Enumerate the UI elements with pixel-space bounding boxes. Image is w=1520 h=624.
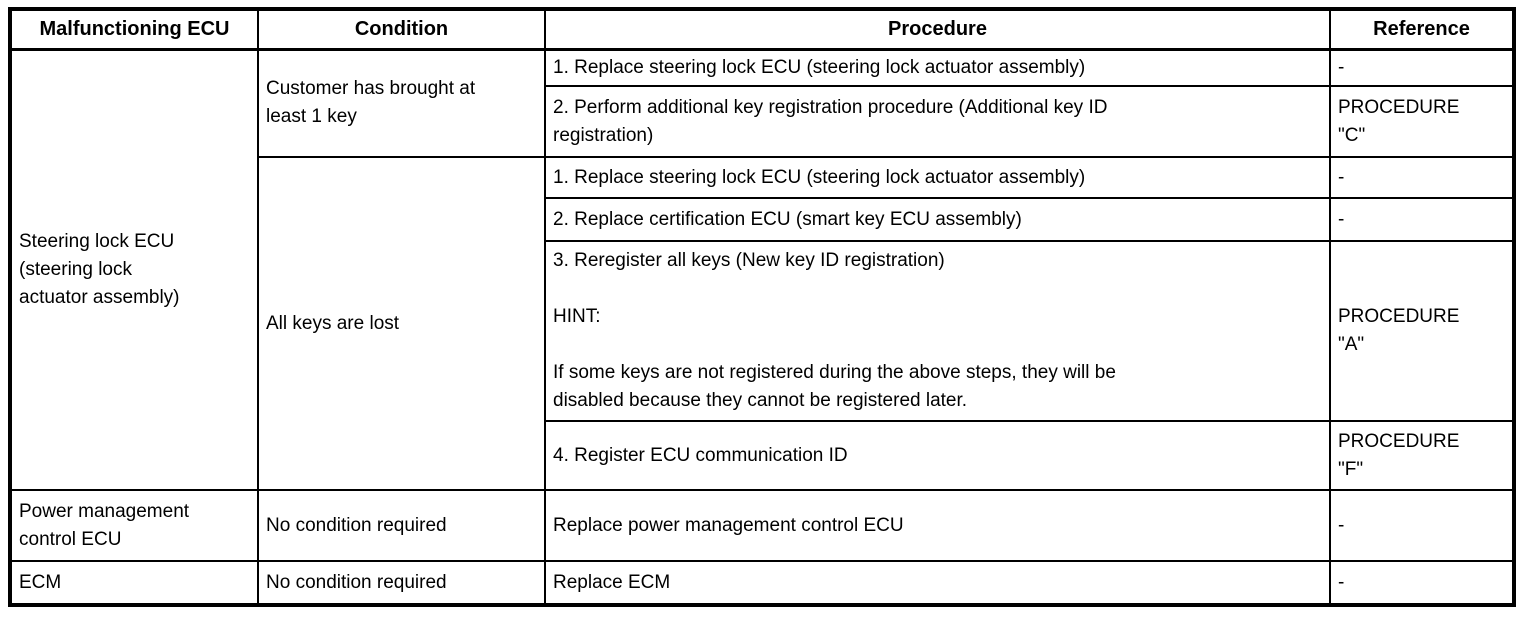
header-row: Malfunctioning ECU Condition Procedure R… bbox=[9, 8, 1515, 51]
cell-procedure-replace-steering-lock-2: 1. Replace steering lock ECU (steering l… bbox=[544, 156, 1331, 199]
cell-procedure-additional-key-registration: 2. Perform additional key registration p… bbox=[544, 85, 1331, 158]
cell-condition-none-2: No condition required bbox=[257, 560, 546, 606]
cell-power-management-ecu: Power management control ECU bbox=[9, 489, 259, 562]
table-row: 2. Perform additional key registration p… bbox=[10, 85, 1515, 158]
cell-reference-procedure-a: PROCEDURE "A" bbox=[1329, 240, 1515, 422]
cell-steering-lock-ecu: Steering lock ECU (steering lock actuato… bbox=[9, 48, 259, 491]
table-row: Steering lock ECU (steering lock actuato… bbox=[9, 48, 1515, 491]
cell-procedure-replace-certification-ecu: 2. Replace certification ECU (smart key … bbox=[544, 197, 1331, 242]
cell-reference-dash: - bbox=[1329, 489, 1515, 562]
header-malfunctioning-ecu: Malfunctioning ECU bbox=[9, 8, 259, 51]
cell-condition-all-keys-lost: All keys are lost bbox=[257, 156, 546, 491]
cell-reference-procedure-c: PROCEDURE "C" bbox=[1329, 85, 1515, 158]
table-row: ECM No condition required Replace ECM - bbox=[9, 560, 1515, 606]
ecu-procedure-table: Malfunctioning ECU Condition Procedure R… bbox=[8, 7, 1516, 607]
cell-procedure-replace-ecm: Replace ECM bbox=[544, 560, 1331, 606]
cell-reference-dash: - bbox=[1329, 197, 1515, 242]
table-row: All keys are lost 1. Replace steering lo… bbox=[10, 156, 1515, 491]
cell-condition-none-1: No condition required bbox=[257, 489, 546, 562]
cell-reference-dash: - bbox=[1329, 156, 1515, 199]
table-row: Power management control ECU No conditio… bbox=[9, 489, 1515, 562]
cell-procedure-replace-power-management-ecu: Replace power management control ECU bbox=[544, 489, 1331, 562]
header-reference: Reference bbox=[1329, 8, 1515, 51]
header-procedure: Procedure bbox=[544, 8, 1331, 51]
cell-condition-key-brought: Customer has brought at least 1 key bbox=[257, 48, 546, 158]
table-row: 4. Register ECU communication ID PROCEDU… bbox=[10, 420, 1515, 491]
table-row: 3. Reregister all keys (New key ID regis… bbox=[10, 240, 1515, 422]
table-row: 2. Replace certification ECU (smart key … bbox=[10, 197, 1515, 242]
cell-procedure-register-ecu-communication-id: 4. Register ECU communication ID bbox=[544, 420, 1331, 491]
cell-ecm: ECM bbox=[9, 560, 259, 606]
cell-procedure-replace-steering-lock-1: 1. Replace steering lock ECU (steering l… bbox=[544, 48, 1331, 87]
cell-reference-procedure-f: PROCEDURE "F" bbox=[1329, 420, 1515, 491]
header-condition: Condition bbox=[257, 8, 546, 51]
cell-reference-dash: - bbox=[1329, 560, 1515, 606]
cell-procedure-reregister-all-keys-hint: 3. Reregister all keys (New key ID regis… bbox=[544, 240, 1331, 422]
cell-reference-dash: - bbox=[1329, 48, 1515, 87]
